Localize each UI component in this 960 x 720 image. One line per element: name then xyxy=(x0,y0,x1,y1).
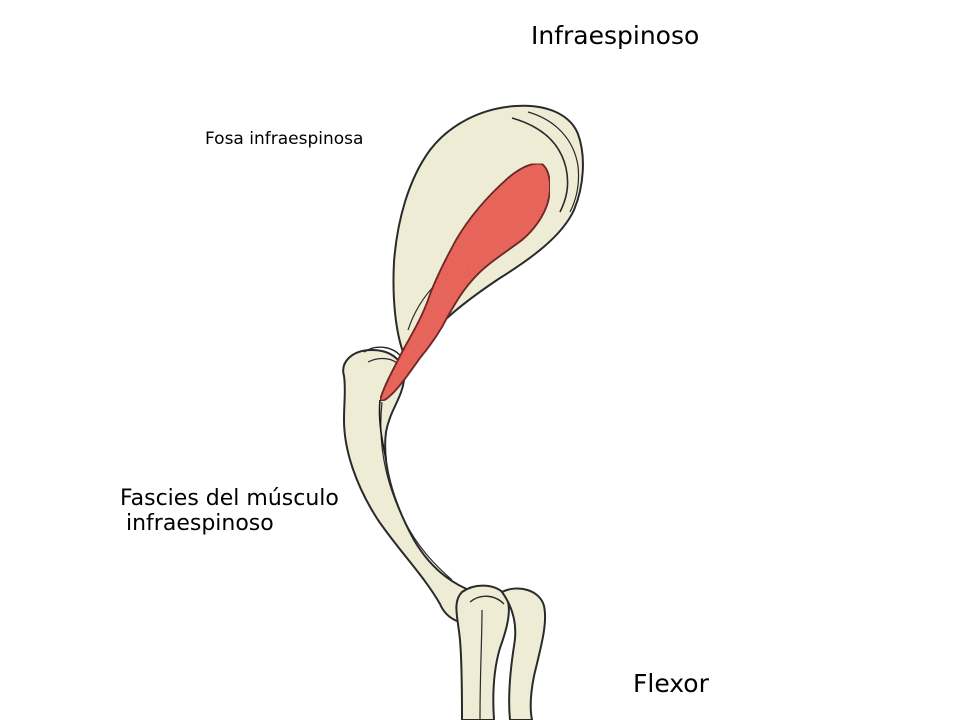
forearm-bone xyxy=(455,584,510,720)
diagram-title: Infraespinoso xyxy=(531,21,700,50)
ulna-bone xyxy=(500,587,547,720)
flexor-label: Flexor xyxy=(633,669,709,698)
fosa-infraespinosa-label: Fosa infraespinosa xyxy=(205,129,364,149)
humerus-bone xyxy=(342,348,486,624)
infraspinatus-muscle xyxy=(378,162,551,402)
infraspinatus-tendon xyxy=(378,399,387,461)
scapular-border-line xyxy=(527,111,580,213)
forearm-line xyxy=(479,609,483,720)
fascies-label-line1: Fascies del músculo xyxy=(120,486,339,511)
fascies-label-line2: infraespinoso xyxy=(126,511,274,537)
scapular-spine-line xyxy=(511,117,569,213)
fascies-label: Fascies del músculo infraespinoso xyxy=(120,486,339,537)
elbow-joint-line xyxy=(469,595,505,605)
